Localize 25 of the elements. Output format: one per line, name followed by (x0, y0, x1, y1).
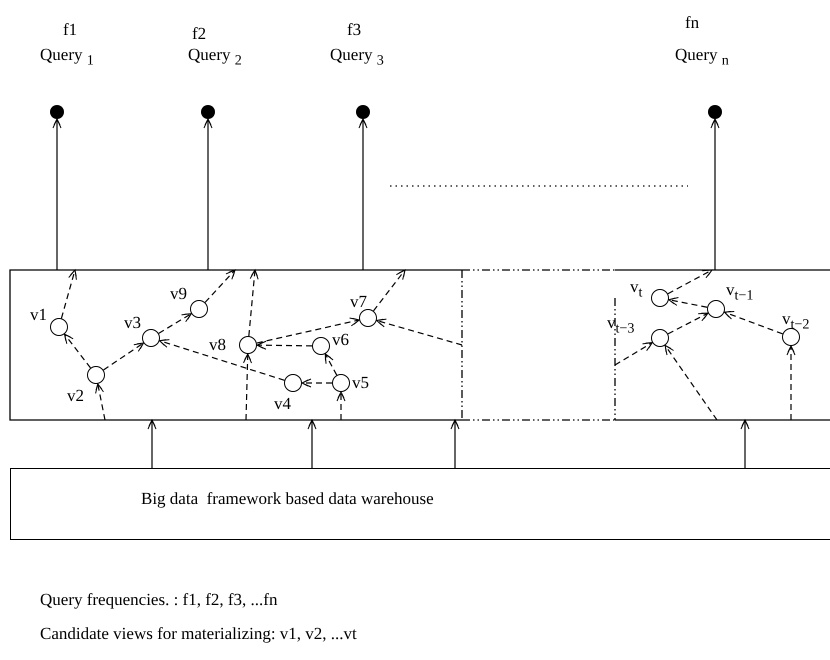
view-label: v$_{t−1}$ (726, 280, 754, 306)
warehouse-label: Big data framework based data warehouse (141, 489, 434, 509)
note-text: Candidate views for materializing: v1, v2, ...vt (40, 624, 357, 644)
query-label: Query $_{3}$ (330, 45, 384, 70)
query-label: Query $_{2}$ (188, 45, 242, 70)
view-label: v3 (124, 313, 141, 333)
view-label: v9 (170, 284, 187, 304)
view-label: v$_{t−3}$ (607, 313, 634, 338)
view-label: v$_{t−2}$ (782, 309, 810, 334)
view-label: v7 (350, 292, 367, 312)
frequency-label: f2 (192, 24, 206, 44)
view-label: v8 (209, 335, 226, 355)
note-text: Query frequencies. : f1, f2, f3, ...fn (40, 590, 278, 610)
frequency-label: f1 (63, 20, 78, 40)
view-label: v4 (274, 394, 291, 414)
view-label: v2 (67, 386, 84, 406)
view-label: v5 (352, 373, 369, 393)
view-label: v1 (30, 305, 47, 325)
frequency-label: f3 (347, 20, 362, 40)
view-label: v$_{t}$ (630, 277, 642, 302)
view-label: v6 (332, 330, 349, 350)
query-label: Query $_{n}$ (675, 45, 729, 70)
warehouse-box (10, 468, 830, 540)
frequency-label: fn (685, 13, 700, 33)
query-label: Query $_{1}$ (40, 45, 94, 70)
